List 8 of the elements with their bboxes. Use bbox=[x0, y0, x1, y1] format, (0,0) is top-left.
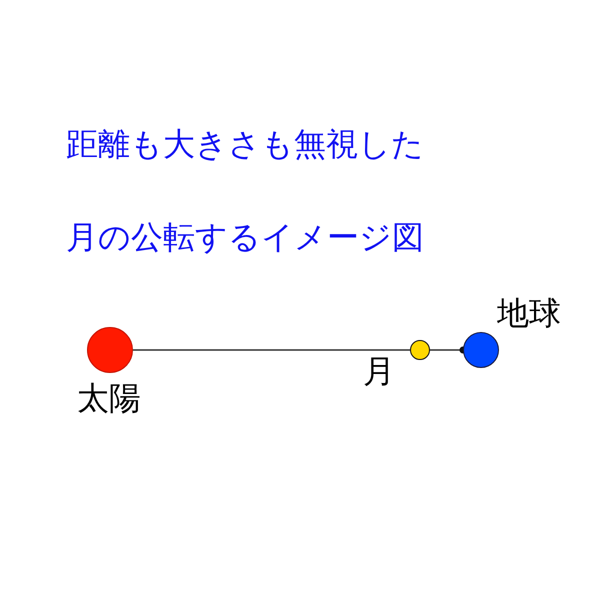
title-text: 距離も大きさも無視した月の公転するイメージ図 bbox=[66, 124, 424, 258]
moon-circle bbox=[410, 340, 430, 360]
sun-label: 太陽 bbox=[77, 382, 141, 414]
moon-label: 月 bbox=[363, 355, 395, 387]
connector-line bbox=[133, 349, 410, 351]
sun-circle bbox=[87, 327, 133, 373]
earth-label: 地球 bbox=[497, 297, 561, 329]
earth-circle bbox=[463, 332, 499, 368]
